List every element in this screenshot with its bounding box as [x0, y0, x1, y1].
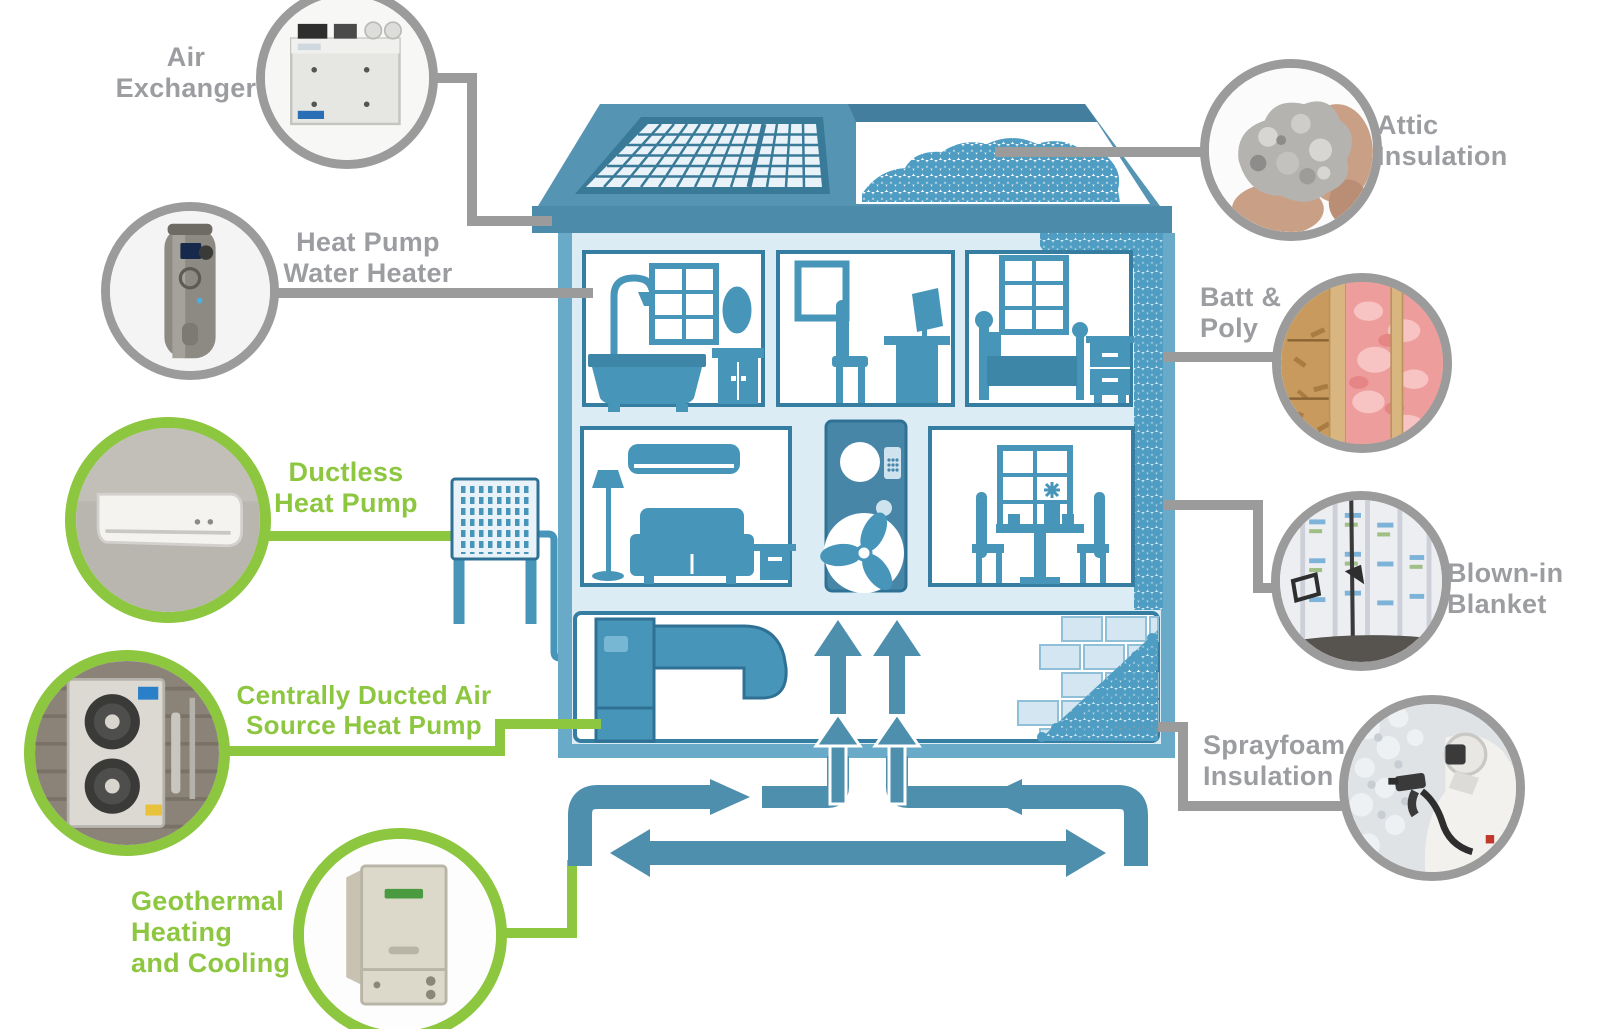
water-heater-image — [110, 211, 270, 371]
floor-lamp-icon — [592, 470, 624, 581]
label-line: Heat Pump — [296, 227, 440, 257]
ductless-pipe — [538, 530, 575, 662]
furnace-icon — [594, 617, 656, 743]
room-dining — [928, 426, 1135, 587]
attic-cutaway-band — [848, 104, 1097, 122]
label-line: Ductless — [288, 457, 404, 487]
label-line: Attic — [1377, 110, 1439, 140]
airflow-arrows-upper — [814, 620, 921, 714]
label-line: and Cooling — [131, 948, 291, 978]
mirror-icon — [719, 283, 755, 337]
attic-insulation-photo — [1200, 59, 1382, 241]
label-line: Heat Pump — [274, 488, 418, 518]
room-bathroom — [582, 250, 765, 412]
label-blown-in: Blown-in Blanket — [1447, 558, 1563, 620]
plant-icon — [1044, 482, 1060, 526]
batt-poly-photo — [1272, 273, 1452, 453]
label-line: Insulation — [1377, 141, 1508, 171]
label-line: Air — [166, 42, 206, 72]
ductless-head-unit-icon — [628, 444, 740, 474]
label-attic-insulation: Attic Insulation — [1377, 110, 1508, 172]
label-air-exchanger: Air Exchanger — [105, 42, 267, 104]
label-ductless: Ductless Heat Pump — [258, 457, 434, 519]
duct-icon — [652, 624, 788, 700]
label-line: Exchanger — [115, 73, 257, 103]
bathtub-icon — [588, 354, 706, 412]
room-living — [580, 426, 796, 587]
connector-blown-in — [1163, 500, 1275, 593]
heat-pump-outdoor-unit — [450, 477, 540, 624]
connector-central — [224, 719, 601, 756]
connector-geothermal — [500, 860, 577, 938]
batt-poly-image — [1281, 282, 1443, 444]
connectors — [224, 73, 1276, 756]
air-source-heat-pump-photo — [24, 650, 230, 856]
dining-chairs-icon — [972, 492, 1109, 583]
solar-panel — [575, 117, 830, 194]
room-office — [776, 250, 955, 407]
vanity-icon — [712, 348, 764, 404]
label-batt-poly: Batt & Poly — [1200, 282, 1281, 344]
label-line: Insulation — [1203, 761, 1334, 791]
bed-icon — [975, 311, 1088, 400]
ductless-image — [76, 428, 260, 612]
water-heater-photo — [101, 202, 279, 380]
label-line: Geothermal — [131, 886, 285, 916]
basement — [573, 611, 1344, 811]
blower-door — [820, 419, 908, 593]
label-line: Blanket — [1447, 589, 1547, 619]
ductless-heat-pump-photo — [65, 417, 271, 623]
label-sprayfoam: Sprayfoam Insulation — [1203, 730, 1345, 792]
office-chair-icon — [832, 300, 868, 403]
label-geothermal: Geothermal Heating and Cooling — [131, 886, 290, 979]
label-line: Centrally Ducted Air — [236, 680, 492, 710]
air-exchanger-photo — [256, 0, 438, 169]
air-exchanger-image — [265, 0, 429, 160]
roof-eave — [532, 206, 1172, 233]
label-line: Poly — [1200, 313, 1259, 343]
label-line: Water Heater — [283, 258, 453, 288]
bathroom-window — [649, 263, 719, 345]
label-central-heat-pump: Centrally Ducted Air Source Heat Pump — [220, 680, 508, 740]
room-bedroom — [965, 250, 1134, 407]
side-table-icon — [754, 544, 796, 580]
sprayfoam-photo — [1339, 695, 1525, 881]
sprayfoam-image — [1348, 704, 1516, 872]
geothermal-loop-arrows — [500, 620, 1148, 938]
dining-table-icon — [996, 514, 1084, 584]
geothermal-photo — [293, 828, 507, 1029]
airflow-arrows-lower — [813, 711, 922, 806]
geothermal-image — [304, 839, 496, 1029]
door-keypad-icon — [884, 447, 901, 479]
nightstand-icon — [1086, 336, 1134, 403]
door-fan-icon — [820, 512, 904, 593]
attic-insulation-image — [1209, 68, 1373, 232]
label-water-heater: Heat Pump Water Heater — [278, 227, 458, 289]
label-line: Batt & — [1200, 282, 1282, 312]
blown-in-blanket-photo — [1271, 491, 1451, 671]
bedroom-window — [999, 255, 1069, 335]
house — [532, 104, 1344, 811]
label-line: Heating — [131, 917, 233, 947]
label-line: Blown-in — [1447, 558, 1564, 588]
blown-in-image — [1280, 500, 1442, 662]
label-line: Source Heat Pump — [246, 710, 482, 740]
label-line: Sprayfoam — [1203, 730, 1346, 760]
air-source-image — [35, 661, 219, 845]
door-window-icon — [840, 442, 880, 482]
sprayfoam-foam — [1037, 630, 1158, 742]
desk-icon — [884, 288, 950, 403]
connector-air-exchanger — [432, 73, 552, 226]
sofa-icon — [630, 508, 754, 584]
